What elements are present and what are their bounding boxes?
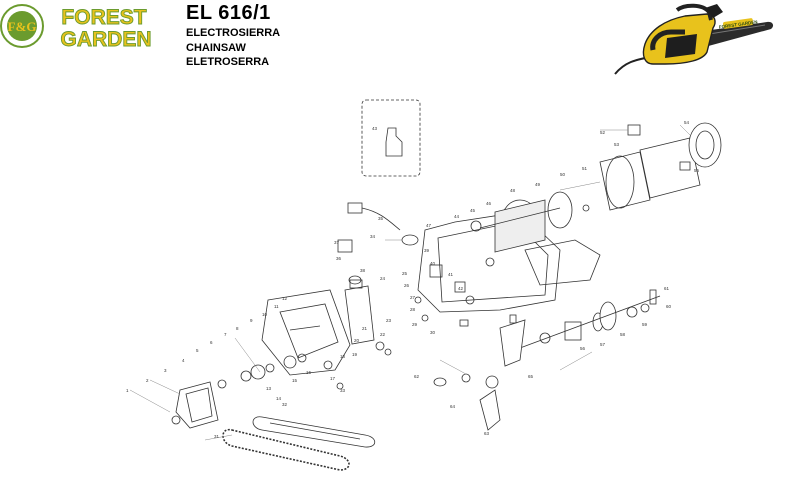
logo-monogram: F&G [8, 19, 37, 34]
callout-27: 27 [410, 295, 416, 300]
callout-9: 9 [250, 318, 253, 323]
callout-50: 50 [560, 172, 566, 177]
callout-11: 11 [274, 304, 279, 309]
callout-35: 35 [378, 216, 384, 221]
callout-61: 61 [664, 286, 670, 291]
small-parts-column [217, 341, 392, 390]
callout-45: 45 [470, 208, 476, 213]
callout-42: 42 [458, 286, 464, 291]
callout-18: 18 [340, 354, 346, 359]
callout-25: 25 [402, 271, 408, 276]
left-handle-housing [261, 289, 351, 376]
callout-26: 26 [404, 283, 410, 288]
callout-63: 63 [484, 431, 490, 436]
hardware-bits [414, 204, 590, 327]
callout-65: 65 [528, 374, 534, 379]
oil-tank [344, 279, 375, 345]
callout-14: 14 [276, 396, 282, 401]
brake-linkage [433, 319, 526, 431]
stator-and-cover [599, 122, 722, 211]
callout-48: 48 [510, 188, 516, 193]
callout-38: 38 [360, 268, 366, 273]
callout-60: 60 [666, 304, 672, 309]
callout-49: 49 [535, 182, 541, 187]
callout-40: 40 [430, 261, 436, 266]
callout-53: 53 [614, 142, 620, 147]
callout-16: 16 [306, 370, 312, 375]
callout-39: 39 [424, 248, 430, 253]
sprocket-cover [171, 381, 219, 429]
callout-15: 15 [292, 378, 298, 383]
product-badge-text: FOREST GARDEN [719, 19, 758, 29]
product-name-pt: ELETROSERRA [186, 56, 270, 68]
callout-33: 33 [340, 388, 346, 393]
callout-37: 37 [334, 240, 340, 245]
callout-43: 43 [372, 126, 378, 131]
callout-19: 19 [352, 352, 358, 357]
callout-58: 58 [620, 332, 626, 337]
callout-28: 28 [410, 307, 416, 312]
motor-armature [479, 199, 561, 253]
callout-46: 46 [486, 201, 492, 206]
callout-31: 31 [214, 434, 220, 439]
callout-29: 29 [412, 322, 418, 327]
callout-10: 10 [262, 312, 268, 317]
callout-17: 17 [330, 376, 336, 381]
chainsaw-product-image: FOREST GARDEN [614, 3, 774, 75]
callout-47: 47 [426, 223, 432, 228]
callout-32: 32 [282, 402, 288, 407]
callout-23: 23 [386, 318, 392, 323]
callout-56: 56 [580, 346, 586, 351]
callout-21: 21 [362, 326, 368, 331]
callout-12: 12 [282, 296, 288, 301]
callout-64: 64 [450, 404, 456, 409]
exploded-parts-diagram: 1 2 3 4 5 6 7 8 9 10 11 12 13 14 15 16 1… [126, 99, 722, 471]
callout-34: 34 [370, 234, 376, 239]
callout-51: 51 [582, 166, 588, 171]
callout-7: 7 [224, 332, 227, 337]
model-number: EL 616/1 [186, 2, 271, 24]
product-name-en: CHAINSAW [186, 41, 246, 54]
callout-54: 54 [684, 120, 690, 125]
gear-train [519, 289, 661, 349]
product-names: ELECTROSIERRA CHAINSAW ELETROSERRA [186, 26, 280, 70]
callout-55: 55 [694, 168, 700, 173]
forest-garden-logo: F&G FOREST GARDEN [0, 4, 152, 50]
product-name-es: ELECTROSIERRA [186, 27, 281, 39]
callout-5: 5 [196, 348, 199, 353]
logo-word-garden: GARDEN [60, 28, 151, 50]
callout-13: 13 [266, 386, 272, 391]
callout-44: 44 [454, 214, 460, 219]
callout-4: 4 [182, 358, 185, 363]
callout-8: 8 [236, 326, 239, 331]
callout-30: 30 [430, 330, 436, 335]
callout-20: 20 [354, 338, 360, 343]
callout-24: 24 [380, 276, 386, 281]
logo-word-forest: FOREST [61, 6, 146, 29]
callout-22: 22 [380, 332, 386, 337]
callout-1: 1 [126, 388, 129, 393]
guide-bar [252, 416, 376, 448]
oil-bottle-detail [361, 99, 421, 177]
callout-41: 41 [448, 272, 454, 277]
callout-62: 62 [414, 374, 420, 379]
part-callouts: 1 2 3 4 5 6 7 8 9 10 11 12 13 14 15 16 1… [126, 120, 700, 439]
callout-59: 59 [642, 322, 648, 327]
callout-6: 6 [210, 340, 213, 345]
callout-2: 2 [146, 378, 149, 383]
callout-3: 3 [164, 368, 167, 373]
callout-52: 52 [600, 130, 606, 135]
callout-57: 57 [600, 342, 606, 347]
callout-36: 36 [336, 256, 342, 261]
leader-lines [129, 124, 691, 441]
